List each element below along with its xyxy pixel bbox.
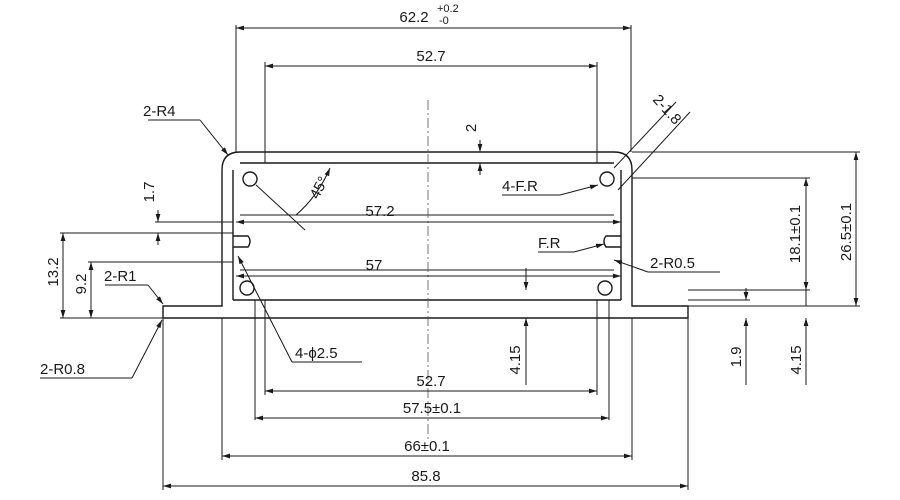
callout-2-1-8: 2-1.8: [613, 91, 691, 191]
dim-52-7-bottom: 52.7: [265, 373, 597, 394]
dim-4-15-left: 4.15: [507, 268, 529, 385]
label-52-7-top: 52.7: [416, 48, 445, 65]
label-4-15-right: 4.15: [788, 345, 805, 374]
dim-52-7-top: 52.7: [265, 48, 597, 69]
callout-2-r0-8: 2-R0.8: [40, 319, 163, 379]
dim-66: 66±0.1: [222, 438, 632, 459]
dim-26-5: 26.5±0.1: [838, 152, 859, 306]
dim-57-2: 57.2: [236, 203, 621, 225]
dim-1-9: 1.9: [728, 288, 749, 385]
label-57-2: 57.2: [365, 203, 394, 220]
dim-62-2: 62.2 +0.2 -0: [236, 3, 631, 31]
label-52-7-bottom: 52.7: [416, 373, 445, 390]
label-2-r4: 2-R4: [143, 103, 176, 120]
dim-2-wall: 2: [463, 124, 483, 175]
dim-57-5: 57.5±0.1: [255, 400, 609, 421]
dim-13-2: 13.2: [45, 233, 66, 318]
label-2-r0-8: 2-R0.8: [40, 361, 85, 378]
callout-4-fr: 4-F.R: [502, 178, 599, 196]
dim-1-7: 1.7: [141, 182, 233, 245]
callout-45-deg: 45°: [255, 167, 333, 231]
callout-fr: F.R: [538, 235, 605, 253]
dim-57: 57: [236, 257, 621, 279]
profile-outline: [162, 151, 689, 319]
label-66: 66±0.1: [404, 438, 450, 455]
dim-18-1: 18.1±0.1: [787, 178, 809, 290]
label-26-5: 26.5±0.1: [838, 203, 855, 261]
label-57-5: 57.5±0.1: [403, 400, 461, 417]
label-2-r1: 2-R1: [104, 268, 137, 285]
label-18-1: 18.1±0.1: [787, 205, 804, 263]
label-fr: F.R: [538, 235, 561, 252]
label-62-2: 62.2: [399, 9, 428, 26]
dim-4-15-right: 4.15: [788, 290, 809, 385]
callout-2-r1: 2-R1: [104, 268, 164, 305]
label-tol-upper: +0.2: [437, 3, 459, 15]
label-45-deg: 45°: [307, 174, 333, 202]
label-tol-lower: -0: [439, 15, 449, 27]
label-9-2: 9.2: [73, 274, 90, 295]
callout-2-r4: 2-R4: [143, 103, 229, 156]
label-2-1-8: 2-1.8: [649, 91, 685, 128]
callout-4-phi-2-5: 4-ϕ2.5: [237, 255, 362, 363]
extension-lines: [60, 25, 860, 490]
label-2-r0-5: 2-R0.5: [650, 255, 695, 272]
label-1-7: 1.7: [141, 182, 158, 203]
dim-85-8: 85.8: [163, 468, 688, 489]
label-85-8: 85.8: [411, 468, 440, 485]
callout-2-r0-5: 2-R0.5: [613, 255, 720, 273]
label-4-fr: 4-F.R: [502, 178, 538, 195]
label-4-15-left: 4.15: [507, 345, 524, 374]
label-57: 57: [366, 257, 383, 274]
dim-9-2: 9.2: [73, 262, 94, 318]
label-1-9: 1.9: [728, 347, 745, 368]
label-4-phi-2-5: 4-ϕ2.5: [295, 345, 338, 362]
label-wall: 2: [463, 124, 480, 132]
label-13-2: 13.2: [45, 257, 62, 286]
